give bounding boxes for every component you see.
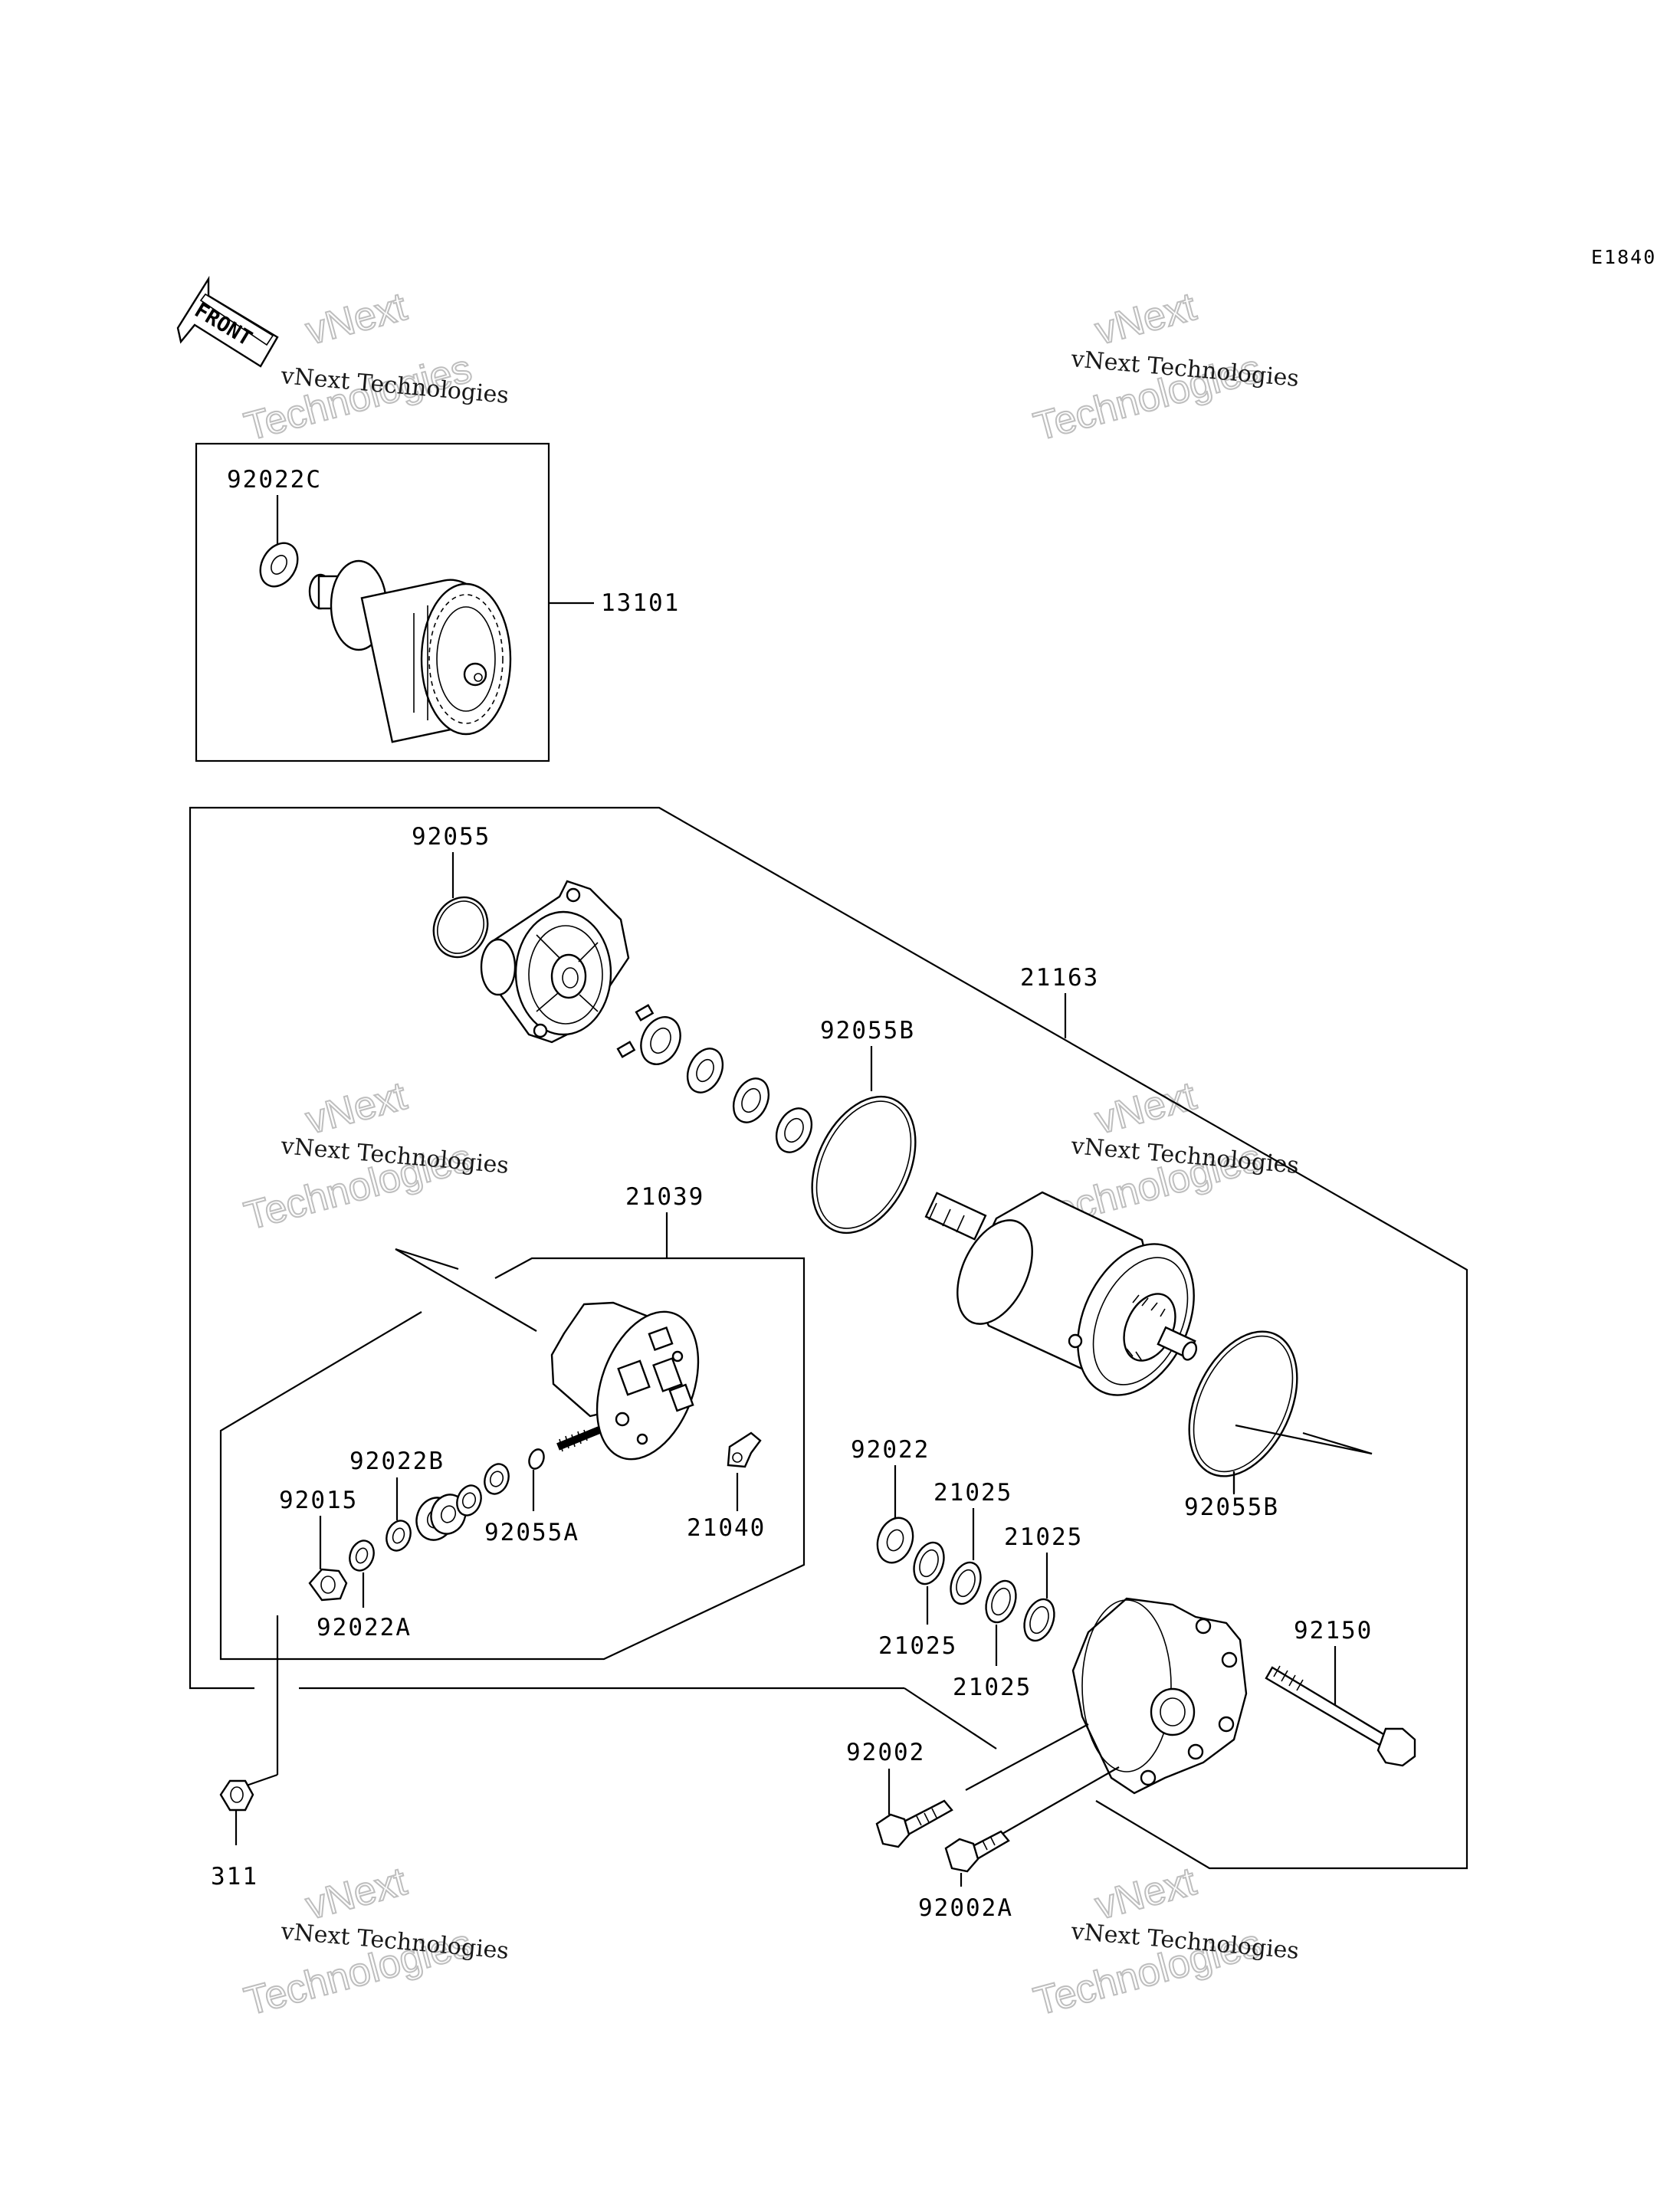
motor-yoke	[924, 1191, 1198, 1396]
long-bolt-92150	[1265, 1665, 1416, 1767]
watermark-top-left: vNext Technologies vNext Technologies	[239, 284, 510, 451]
part-label-92015: 92015	[279, 1487, 358, 1514]
part-label-92055: 92055	[412, 823, 491, 851]
washer-2	[732, 1077, 770, 1123]
part-label-21025-b: 21025	[1004, 1523, 1083, 1551]
svg-text:vNext: vNext	[301, 284, 412, 354]
washer-92022A	[349, 1540, 375, 1572]
diagram-code: E1840	[1591, 246, 1656, 268]
washer-21025-d	[1023, 1598, 1055, 1642]
front-cover	[480, 880, 630, 1044]
rear-cover	[1071, 1597, 1248, 1795]
part-label-92055B-top: 92055B	[820, 1017, 915, 1044]
nut-92015	[308, 1568, 348, 1602]
part-label-92022A: 92022A	[317, 1614, 412, 1641]
svg-text:vNext: vNext	[1091, 1859, 1201, 1929]
o-ring-92055	[432, 896, 489, 959]
watermark-bottom-right: vNext Technologies vNext Technologies	[1029, 1858, 1300, 2025]
watermark-mid-left: vNext Technologies vNext Technologies	[239, 1073, 510, 1240]
stud-bolt	[556, 1426, 601, 1452]
washer-21025-b	[950, 1561, 982, 1605]
part-label-311: 311	[211, 1863, 258, 1890]
part-label-92150: 92150	[1294, 1617, 1373, 1644]
part-label-92055B-bottom: 92055B	[1184, 1494, 1279, 1521]
washer-1	[686, 1048, 724, 1094]
svg-text:vNext: vNext	[301, 1859, 412, 1929]
part-label-21025-c: 21025	[878, 1632, 957, 1660]
washer-3	[775, 1107, 813, 1153]
lock-plate	[616, 1004, 681, 1065]
part-label-92002A: 92002A	[918, 1894, 1013, 1922]
svg-text:vNext: vNext	[301, 1074, 412, 1143]
washer-92022	[876, 1517, 914, 1564]
part-label-21039: 21039	[625, 1183, 704, 1211]
bolt-92002	[875, 1799, 953, 1848]
part-label-92022: 92022	[851, 1436, 930, 1464]
part-label-13101: 13101	[601, 589, 680, 617]
front-arrow-icon: FRONT	[176, 275, 279, 368]
watermark-bottom-left: vNext Technologies vNext Technologies	[239, 1858, 510, 2025]
washer-92022B	[386, 1520, 412, 1552]
washer-small-1	[456, 1484, 482, 1517]
part-label-92022B: 92022B	[349, 1448, 445, 1475]
watermark-top-right: vNext Technologies vNext Technologies	[1029, 284, 1300, 451]
starter-assembly-outline	[189, 806, 1468, 1870]
o-ring-92055B-bottom	[1188, 1330, 1298, 1477]
nut-311	[219, 1779, 254, 1812]
part-label-92002: 92002	[846, 1739, 925, 1766]
terminal-21040	[727, 1431, 762, 1468]
washer-small-2	[484, 1463, 510, 1495]
insulator-washer	[415, 1494, 467, 1541]
part-label-92055A: 92055A	[484, 1519, 579, 1546]
brush-plate	[550, 1301, 700, 1461]
washer-21025-c	[985, 1579, 1017, 1624]
bolt-92002A	[944, 1830, 1010, 1873]
part-label-92022C: 92022C	[227, 466, 322, 494]
brush-holder-box	[219, 1257, 806, 1661]
part-label-21025-d: 21025	[953, 1674, 1032, 1701]
part-label-21040: 21040	[687, 1514, 766, 1542]
o-ring-92055A	[528, 1448, 545, 1470]
part-label-21025-a: 21025	[934, 1479, 1012, 1507]
svg-text:vNext: vNext	[1091, 284, 1201, 354]
washer-21025-a	[913, 1541, 945, 1585]
part-label-21163: 21163	[1020, 964, 1099, 992]
washer-92022C	[259, 542, 299, 588]
starter-clutch-13101	[308, 559, 512, 743]
o-ring-92055B-top	[811, 1095, 917, 1235]
